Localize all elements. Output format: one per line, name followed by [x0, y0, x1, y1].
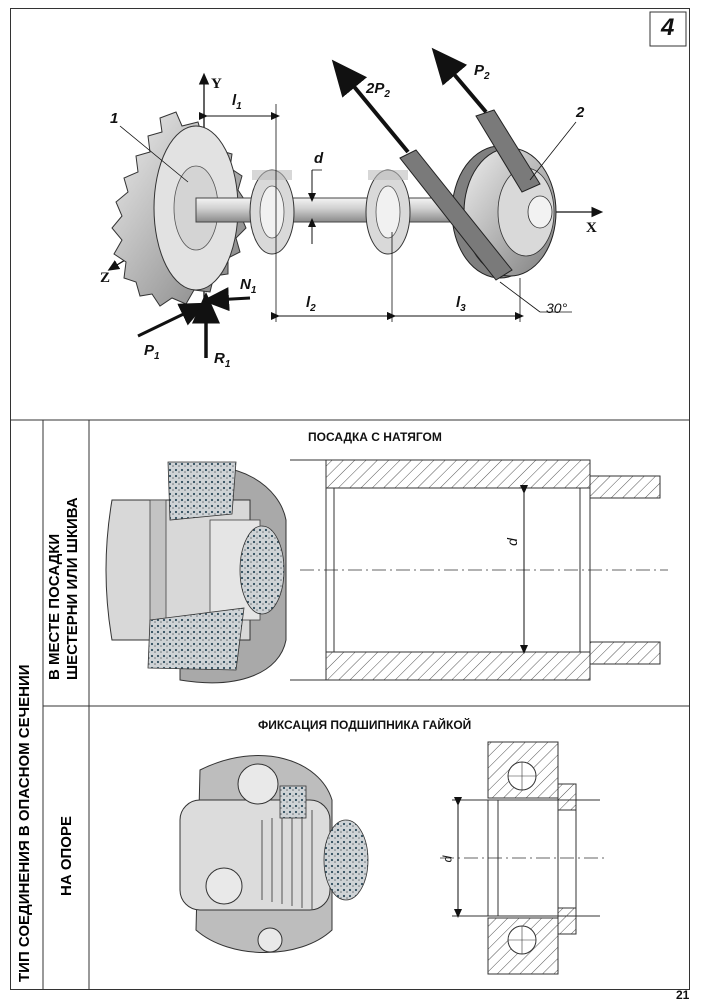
side-label-row1-line2: ШЕСТЕРНИ ИЛИ ШКИВА: [64, 497, 81, 680]
bearing-nut-3d: [179, 755, 369, 953]
force-n1-arrow: [202, 287, 251, 312]
force-p1-label: P1: [144, 342, 160, 362]
dim-d-label: d: [314, 150, 324, 167]
dim-l1-label: l1: [232, 92, 242, 112]
footer-page-number: 21: [676, 988, 690, 1002]
part-2-label: 2: [576, 104, 585, 121]
side-label-row1-line1: В МЕСТЕ ПОСАДКИ: [46, 533, 63, 680]
leader-angle: [499, 281, 541, 313]
force-p2-label: P2: [474, 62, 490, 82]
axis-x-label: X: [586, 220, 597, 236]
dim-l2-label: l2: [306, 294, 316, 314]
part-1-label: 1: [110, 110, 119, 127]
side-label-row2: НА ОПОРЕ: [58, 816, 75, 896]
axis-z-label: Z: [100, 270, 111, 286]
side-label-main: ТИП СОЕДИНЕНИЯ В ОПАСНОМ СЕЧЕНИИ: [16, 664, 33, 982]
interference-fit-section: [290, 459, 668, 681]
shaft-assembly: [107, 47, 604, 358]
force-r1-label: R1: [214, 350, 231, 370]
force-2p2-arrow: [331, 59, 410, 154]
force-p2-arrow: [431, 47, 488, 114]
leader-part-2: [529, 121, 577, 181]
pulley: [451, 145, 557, 279]
page-number: 4: [661, 14, 675, 41]
belt-lower: [399, 149, 513, 281]
force-2p2-label: 2P2: [366, 80, 390, 100]
angle-label: 30°: [546, 300, 568, 316]
interference-fit-3d: [105, 461, 287, 684]
axis-y-label: Y: [211, 76, 222, 92]
page-number-box: [649, 11, 687, 47]
row1-dim-label: d: [503, 538, 520, 546]
dim-l3-label: l3: [456, 294, 466, 314]
bearing-right: [365, 169, 411, 255]
row2-dim-label: d: [440, 855, 455, 863]
belt-upper: [475, 109, 541, 193]
force-n1-label: N1: [240, 276, 257, 296]
bearing-nut-section: [440, 741, 606, 975]
leader-part-1: [119, 125, 189, 183]
bearing-left: [249, 169, 295, 255]
row2-title: ФИКСАЦИЯ ПОДШИПНИКА ГАЙКОЙ: [258, 718, 472, 732]
row1-title: ПОСАДКА С НАТЯГОМ: [308, 430, 442, 444]
sheet-frame: [10, 8, 690, 990]
force-p1-arrow: [137, 302, 207, 338]
